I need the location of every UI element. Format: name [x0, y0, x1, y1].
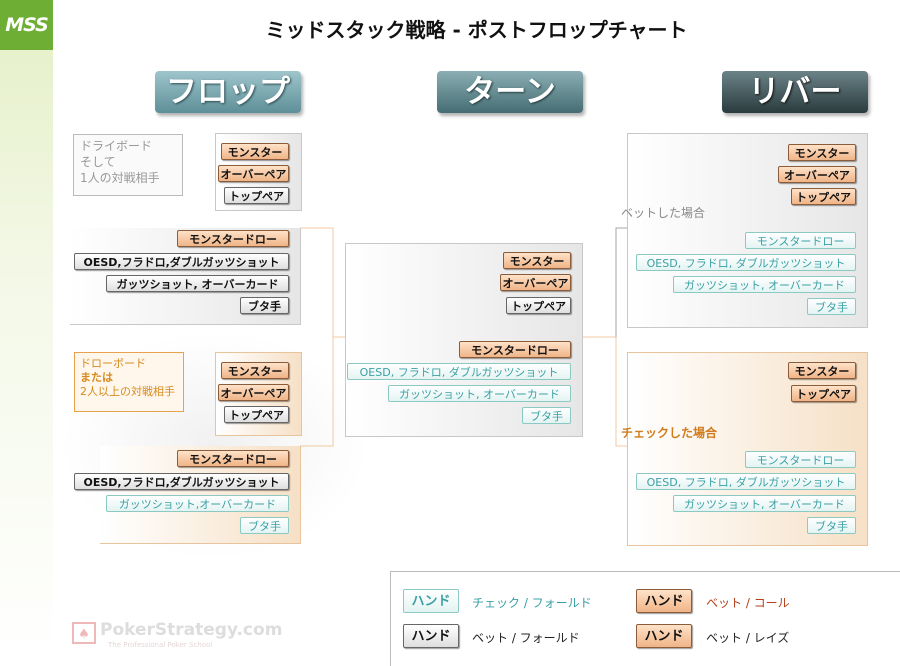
turn-gutshot: ガッツショット, オーバーカード — [388, 385, 571, 402]
legend-bet-fold-label: ベット / フォールド — [472, 631, 580, 645]
river-check-oesd: OESD, フラドロ, ダブルガッツショット — [636, 473, 856, 490]
header-turn: ターン — [437, 71, 583, 113]
pokerstrategy-logo-icon: ♠ — [72, 622, 96, 644]
turn-overpair: オーバーペア — [500, 274, 571, 291]
legend — [390, 571, 900, 666]
river-bet-case-label: ベットした場合 — [621, 206, 706, 220]
turn-monster: モンスター — [503, 252, 571, 269]
turn-toppair: トップペア — [506, 297, 571, 314]
mss-logo: MSS — [0, 0, 53, 50]
flop-wet-gutshot: ガッツショット,オーバーカード — [106, 495, 289, 512]
flop-wet-overpair: オーバーペア — [218, 384, 289, 401]
legend-bet-fold-swatch: ハンド — [403, 624, 459, 648]
river-check-monster: モンスター — [788, 362, 856, 379]
turn-oesd: OESD, フラドロ, ダブルガッツショット — [347, 363, 571, 380]
flop-wet-oesd: OESD,フラドロ,ダブルガッツショット — [74, 473, 289, 490]
side-strip — [0, 0, 53, 665]
river-bet-monster: モンスター — [788, 144, 856, 161]
flop-dry-monster: モンスター — [221, 143, 289, 160]
page-title: ミッドスタック戦略 - ポストフロップチャート — [265, 18, 688, 42]
river-bet-panel — [627, 133, 868, 328]
river-check-panel — [627, 352, 868, 546]
flop-dry-toppair: トップペア — [224, 187, 289, 204]
flop-wet-monster: モンスター — [221, 362, 289, 379]
river-check-toppair: トップペア — [791, 385, 856, 402]
river-check-monster-draw: モンスタードロー — [745, 451, 856, 468]
legend-bet-call-swatch: ハンド — [636, 589, 692, 613]
pokerstrategy-tagline: The Professional Poker School — [108, 641, 213, 649]
legend-bet-call-label: ベット / コール — [706, 596, 790, 610]
flop-dry-overpair: オーバーペア — [218, 165, 289, 182]
river-check-buta: ブタ手 — [807, 517, 856, 534]
legend-check-swatch: ハンド — [403, 589, 459, 613]
river-bet-gutshot: ガッツショット, オーバーカード — [673, 276, 856, 293]
legend-bet-raise-swatch: ハンド — [636, 624, 692, 648]
flop-dry-monster-draw: モンスタードロー — [177, 230, 289, 247]
flop-dry-buta: ブタ手 — [240, 297, 289, 314]
flop-wet-buta: ブタ手 — [240, 517, 289, 534]
river-bet-toppair: トップペア — [791, 188, 856, 205]
turn-monster-draw: モンスタードロー — [459, 341, 571, 358]
flop-wet-toppair: トップペア — [224, 406, 289, 423]
river-bet-buta: ブタ手 — [807, 298, 856, 315]
river-bet-monster-draw: モンスタードロー — [745, 232, 856, 249]
river-bet-oesd: OESD, フラドロ, ダブルガッツショット — [636, 254, 856, 271]
river-check-gutshot: ガッツショット, オーバーカード — [673, 495, 856, 512]
flop-wet-monster-draw: モンスタードロー — [177, 450, 289, 467]
legend-bet-raise-label: ベット / レイズ — [706, 631, 790, 645]
flop-dry-oesd: OESD,フラドロ,ダブルガッツショット — [74, 253, 289, 270]
flop-dry-gutshot: ガッツショット, オーバーカード — [106, 275, 289, 292]
header-river: リバー — [722, 71, 868, 113]
pokerstrategy-watermark: PokerStrategy.com — [100, 620, 283, 640]
river-bet-overpair: オーバーペア — [778, 166, 856, 183]
header-flop: フロップ — [155, 71, 301, 113]
river-check-case-label: チェックした場合 — [621, 426, 718, 440]
legend-check-fold-label: チェック / フォールド — [472, 596, 592, 610]
turn-buta: ブタ手 — [522, 407, 571, 424]
